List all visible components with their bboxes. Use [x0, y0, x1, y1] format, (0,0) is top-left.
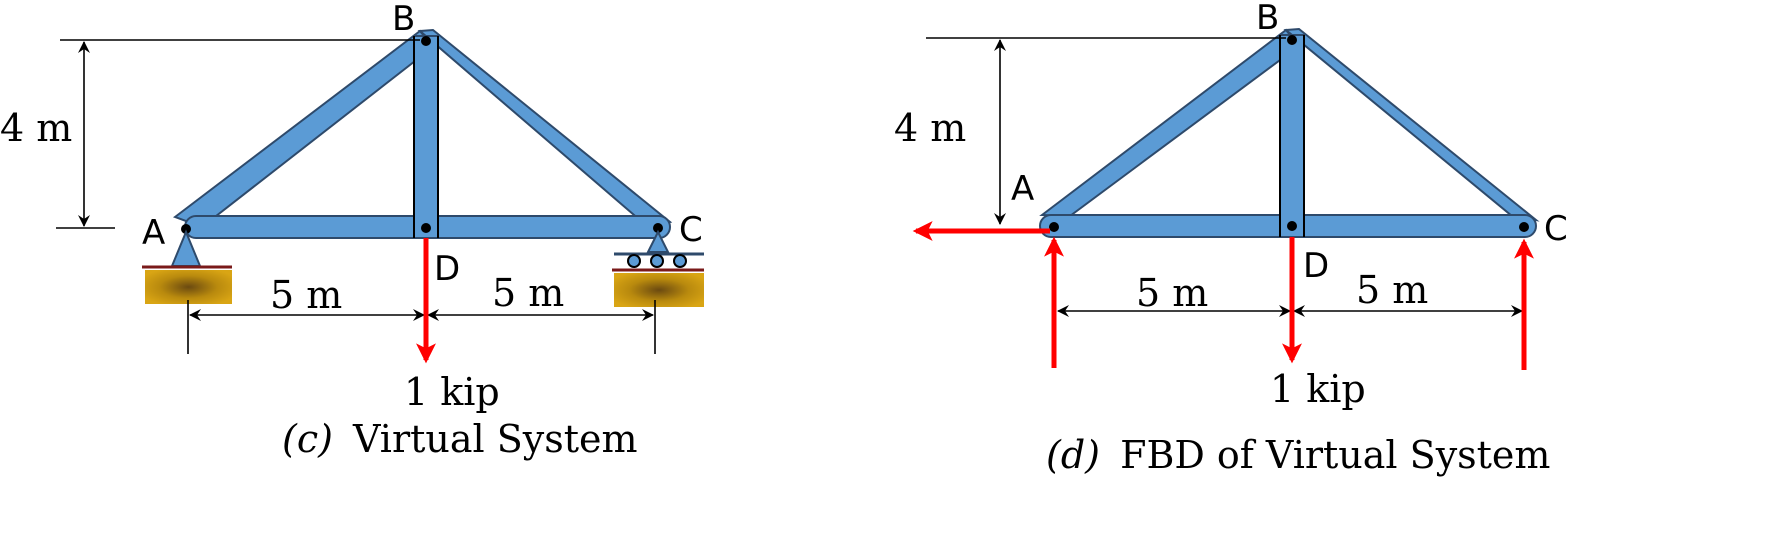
member-bd	[413, 35, 439, 239]
joint-label-a: A	[142, 213, 165, 253]
joint-pin-c	[653, 223, 663, 233]
fbd-height-dimension: 4 m	[894, 37, 1286, 225]
fbd-span-dimensions: 5 m 5 m	[1057, 268, 1523, 317]
joint-pin-d	[421, 223, 431, 233]
caption-c-var: (c)	[282, 417, 333, 461]
fbd-joint-pin-a	[1049, 222, 1059, 232]
caption-d-var: (d)	[1046, 433, 1100, 477]
fbd-joint-label-b: B	[1256, 0, 1279, 38]
height-dimension: 4 m	[0, 39, 420, 229]
joint-pin-b	[421, 36, 431, 46]
virtual-system-diagram: 4 m 5 m 5 m 1 kip A B C D (c) Virtual Sy…	[0, 0, 704, 461]
fbd-span-right-label: 5 m	[1356, 268, 1428, 312]
roller-support-c	[612, 229, 704, 307]
load-label: 1 kip	[404, 370, 500, 414]
fbd-member-bc	[1283, 27, 1540, 222]
fbd-truss-members	[1039, 27, 1540, 238]
joint-label-d: D	[434, 249, 460, 289]
unit-load: 1 kip	[404, 238, 500, 414]
fbd-joint-pin-c	[1519, 222, 1529, 232]
fbd-member-ab	[1039, 28, 1301, 218]
caption-d-text: FBD of Virtual System	[1120, 433, 1550, 477]
joint-label-b: B	[392, 0, 415, 39]
fbd-load-label: 1 kip	[1270, 367, 1366, 411]
caption-c-text: Virtual System	[352, 417, 638, 461]
joint-pin-a	[181, 224, 191, 234]
fbd-joint-label-c: C	[1544, 209, 1568, 249]
member-ab	[172, 29, 435, 229]
height-label: 4 m	[0, 106, 72, 150]
fbd-member-bd	[1279, 34, 1305, 238]
fbd-height-label: 4 m	[894, 106, 966, 150]
fbd-span-left-label: 5 m	[1136, 271, 1208, 315]
span-left-label: 5 m	[270, 273, 342, 317]
member-bc	[417, 28, 673, 229]
span-dimensions: 5 m 5 m	[187, 271, 656, 354]
fbd-joint-pin-b	[1287, 35, 1297, 45]
fbd-joint-label-d: D	[1303, 246, 1329, 286]
caption-c: (c) Virtual System	[282, 417, 638, 461]
fbd-forces: 1 kip	[912, 221, 1534, 411]
fbd-joint-label-a: A	[1011, 169, 1034, 209]
fbd-diagram: 4 m 5 m 5 m 1 kip A B C D (d) FBD of Vir…	[894, 0, 1568, 477]
caption-d: (d) FBD of Virtual System	[1046, 433, 1550, 477]
fbd-joint-pin-d	[1287, 221, 1297, 231]
joint-label-c: C	[679, 210, 703, 250]
pin-support-a	[142, 229, 232, 304]
span-right-label: 5 m	[492, 271, 564, 315]
truss-members	[172, 28, 673, 239]
